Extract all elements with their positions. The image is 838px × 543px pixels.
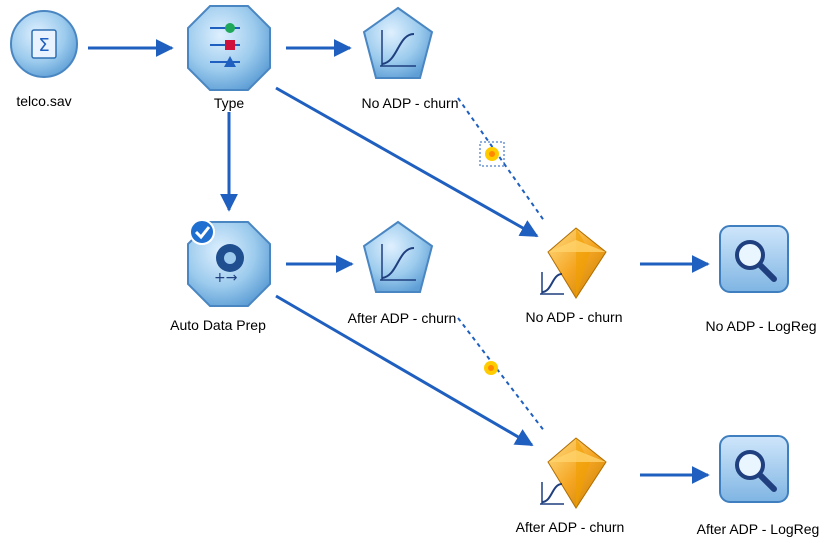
- node-label: After ADP - LogReg: [697, 521, 820, 537]
- logistic-curve-icon: [541, 483, 563, 503]
- sigma-icon: Σ: [31, 29, 57, 59]
- magnifier-icon: [735, 450, 777, 492]
- link-after-model-nugget[interactable]: [457, 317, 546, 433]
- node-no-adp-model[interactable]: No ADP - churn: [361, 6, 459, 111]
- node-no-adp-nugget[interactable]: No ADP - churn: [525, 227, 623, 325]
- link-type-no-adp-nugget[interactable]: [275, 86, 539, 238]
- logistic-curve-icon: [381, 33, 415, 65]
- logistic-curve-icon: [541, 273, 563, 293]
- node-after-adp-model[interactable]: After ADP - churn: [348, 220, 457, 326]
- node-label: After ADP - churn: [348, 310, 457, 326]
- node-label: No ADP - churn: [361, 95, 458, 111]
- link-adp-after-nugget[interactable]: [275, 294, 534, 447]
- node-label: No ADP - LogReg: [705, 318, 816, 334]
- node-telco[interactable]: Σ telco.sav: [10, 10, 78, 109]
- sparkle-icon: [479, 141, 505, 167]
- node-type[interactable]: Type: [187, 5, 271, 111]
- node-label: After ADP - churn: [516, 519, 625, 535]
- gold-nugget-icon: [547, 437, 607, 509]
- node-after-adp-nugget[interactable]: After ADP - churn: [516, 437, 625, 535]
- node-auto-data-prep[interactable]: +→ Auto Data Prep: [170, 219, 271, 333]
- node-label: No ADP - churn: [525, 309, 622, 325]
- links: [88, 39, 710, 484]
- gear-check-icon: +→: [189, 219, 244, 286]
- type-fields-icon: [210, 23, 240, 67]
- logistic-curve-icon: [381, 247, 415, 279]
- node-label: telco.sav: [16, 93, 71, 109]
- node-label: Type: [214, 95, 245, 111]
- svg-text:Σ: Σ: [38, 35, 49, 56]
- node-label: Auto Data Prep: [170, 317, 266, 333]
- svg-text:+→: +→: [214, 270, 238, 286]
- node-no-adp-analysis[interactable]: No ADP - LogReg: [705, 225, 817, 334]
- magnifier-icon: [735, 240, 777, 282]
- sparkle-icon: [484, 361, 498, 375]
- link-no-adp-model-nugget[interactable]: [457, 97, 546, 223]
- gold-nugget-icon: [547, 227, 607, 299]
- node-after-adp-analysis[interactable]: After ADP - LogReg: [697, 435, 820, 537]
